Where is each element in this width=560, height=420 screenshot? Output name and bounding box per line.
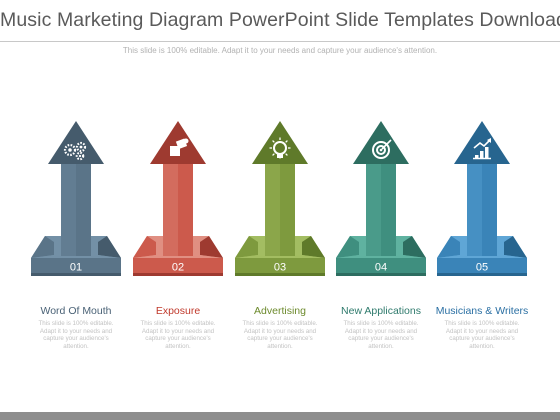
item-description: This slide is 100% editable. Adapt it to… <box>140 320 216 350</box>
lightbulb-icon <box>269 137 291 159</box>
base-front-face <box>31 258 121 276</box>
base-front-face <box>235 258 325 276</box>
arrow-unit-05: 05 <box>437 121 527 276</box>
title-divider <box>0 41 560 42</box>
item-number: 04 <box>375 262 387 274</box>
item-label: New Applications <box>341 305 421 317</box>
item-description: This slide is 100% editable. Adapt it to… <box>242 320 318 350</box>
item-description: This slide is 100% editable. Adapt it to… <box>343 320 419 350</box>
arrow-shaft <box>61 163 91 256</box>
arrow-unit-04: 04 <box>336 121 426 276</box>
base-front-face <box>336 258 426 276</box>
puzzle-icon <box>170 138 189 156</box>
base-front-face <box>437 258 527 276</box>
arrow-unit-02: 02 <box>133 121 223 276</box>
item-description: This slide is 100% editable. Adapt it to… <box>444 320 520 350</box>
item-description: This slide is 100% editable. Adapt it to… <box>38 320 114 350</box>
growth-chart-icon <box>473 138 491 160</box>
target-icon <box>372 139 392 159</box>
footer-bar <box>0 412 560 420</box>
arrow-shaft <box>163 163 193 256</box>
arrow-shaft <box>366 163 396 256</box>
item-number: 05 <box>476 262 488 274</box>
arrow-head <box>48 121 104 164</box>
arrow-unit-03: 03 <box>235 121 325 276</box>
item-number: 01 <box>70 262 82 274</box>
base-front-face <box>133 258 223 276</box>
item-label: Musicians & Writers <box>435 305 529 317</box>
gears-icon <box>63 141 87 161</box>
slide-subtitle: This slide is 100% editable. Adapt it to… <box>122 46 438 55</box>
item-number: 02 <box>172 262 184 274</box>
slide-title: Music Marketing Diagram PowerPoint Slide… <box>0 9 560 31</box>
arrow-shaft <box>265 163 295 256</box>
item-number: 03 <box>274 262 286 274</box>
item-label: Exposure <box>155 305 201 317</box>
arrow-unit-01: 01 <box>31 121 121 276</box>
arrow-shaft <box>467 163 497 256</box>
arrow-head <box>454 121 510 164</box>
item-label: Advertising <box>254 305 306 317</box>
item-label: Word Of Mouth <box>40 305 112 317</box>
